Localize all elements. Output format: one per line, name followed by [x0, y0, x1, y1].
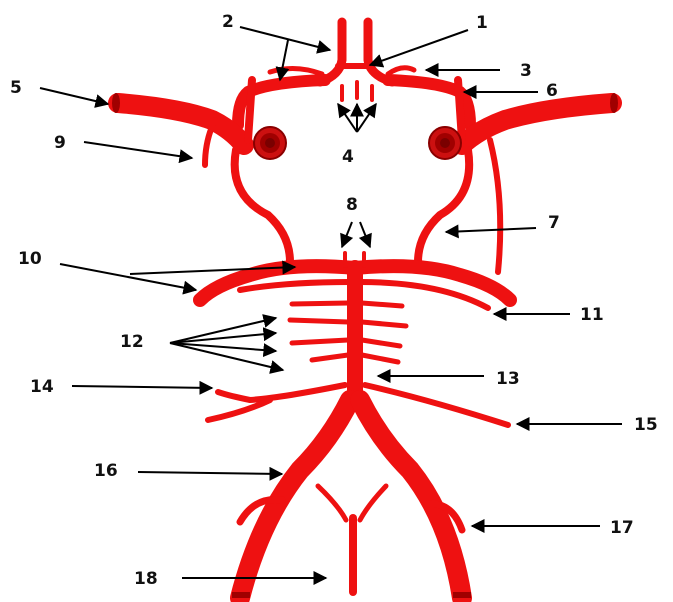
label-5: 5 — [10, 78, 22, 98]
arrow-9 — [84, 142, 192, 158]
label-6: 6 — [546, 81, 558, 101]
arrow-7 — [446, 228, 536, 232]
label-3: 3 — [520, 61, 532, 81]
arrow-8b — [360, 222, 370, 247]
label-1: 1 — [476, 13, 488, 33]
arrow-16 — [138, 472, 282, 474]
pontine-artery-1-left — [292, 303, 348, 304]
label-16: 16 — [94, 461, 118, 481]
arrow-10a — [60, 264, 196, 290]
label-13: 13 — [496, 369, 520, 389]
posterior-communicating-artery-right — [418, 150, 469, 262]
internal-carotid-left — [254, 127, 286, 159]
pontine-artery-4-left — [312, 355, 348, 360]
aica-left-lower — [208, 400, 270, 420]
anterior-spinal-branch-left — [318, 486, 346, 520]
arrow-4c — [357, 104, 376, 132]
medial-striate-branch-right — [388, 68, 414, 74]
pontine-artery-4-right — [362, 355, 398, 362]
arrow-5 — [40, 88, 108, 104]
label-9: 9 — [54, 133, 66, 153]
posterior-communicating-artery-left — [235, 150, 290, 262]
anterior-inferior-cerebellar-right — [365, 385, 508, 425]
pontine-artery-2-left — [290, 320, 348, 322]
label-7: 7 — [548, 213, 560, 233]
arrow-12a — [170, 318, 276, 343]
anterior-choroidal-branch-left — [248, 80, 252, 140]
anterior-spinal-branch-right — [360, 486, 386, 520]
label-15: 15 — [634, 415, 658, 435]
label-2: 2 — [222, 12, 234, 32]
medial-striate-branch-left — [270, 68, 322, 74]
label-18: 18 — [134, 569, 158, 589]
arteries — [118, 22, 612, 598]
label-17: 17 — [610, 518, 634, 538]
pontine-artery-1-right — [362, 303, 402, 306]
pontine-artery-3-left — [292, 340, 348, 343]
arrow-8a — [342, 222, 352, 247]
label-12: 12 — [120, 332, 144, 352]
anterior-inferior-cerebellar-left — [218, 385, 345, 400]
anterior-choroidal-branch-right — [458, 80, 462, 140]
arrow-14 — [72, 386, 212, 388]
middle-cerebral-artery-right — [462, 103, 612, 145]
arrow-12b — [170, 333, 276, 343]
arrow-4a — [338, 104, 357, 132]
pontine-artery-2-right — [362, 322, 406, 326]
anterior-choroidal-long-right — [490, 140, 500, 272]
pontine-artery-3-right — [362, 340, 400, 346]
label-4: 4 — [342, 147, 354, 167]
label-14: 14 — [30, 377, 54, 397]
middle-cerebral-artery-left — [118, 103, 244, 145]
arrow-2b — [280, 40, 288, 80]
internal-carotid-right — [429, 127, 461, 159]
superior-cerebellar-artery-left — [240, 282, 350, 290]
label-8: 8 — [346, 195, 358, 215]
label-11: 11 — [580, 305, 604, 325]
vessel-end-caps — [112, 93, 618, 598]
arrow-1 — [370, 30, 468, 65]
label-10: 10 — [18, 249, 42, 269]
arrow-2a — [240, 27, 330, 50]
